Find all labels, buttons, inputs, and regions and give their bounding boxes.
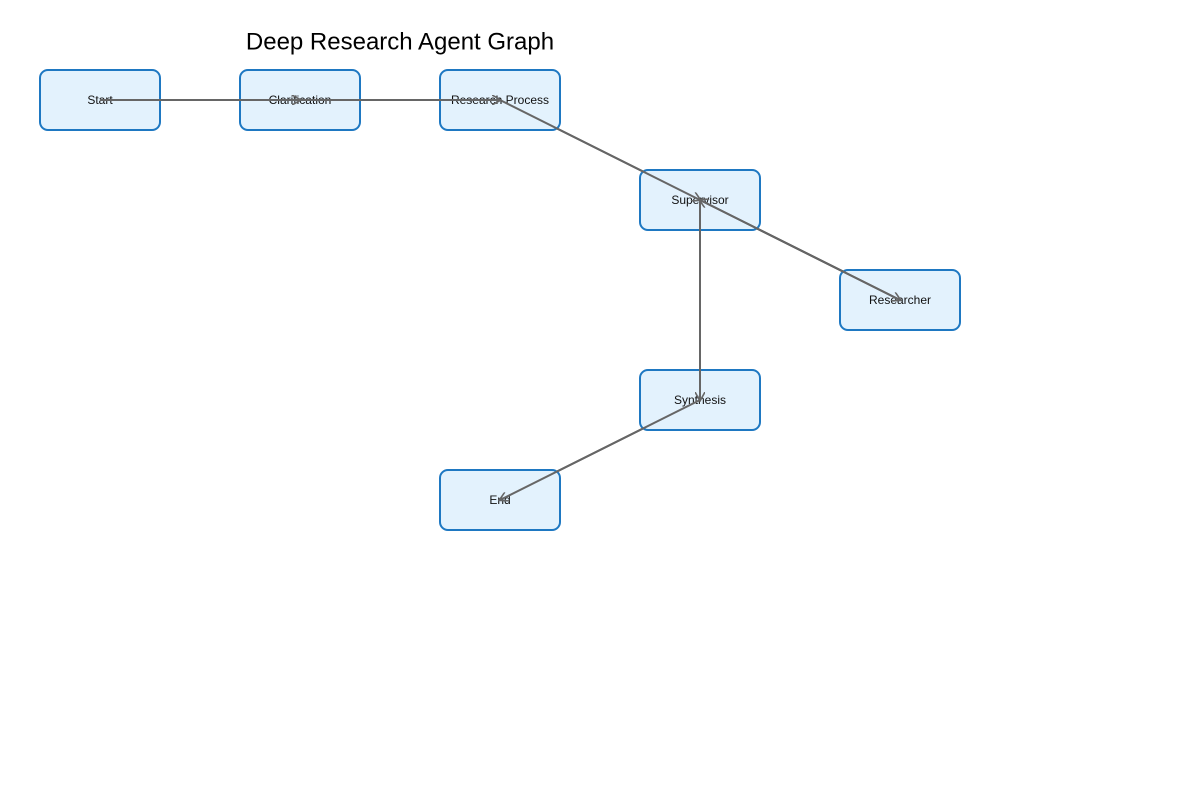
edges-overlay	[100, 100, 900, 500]
edges-layer	[100, 100, 900, 500]
diagram-title: Deep Research Agent Graph	[246, 29, 554, 56]
